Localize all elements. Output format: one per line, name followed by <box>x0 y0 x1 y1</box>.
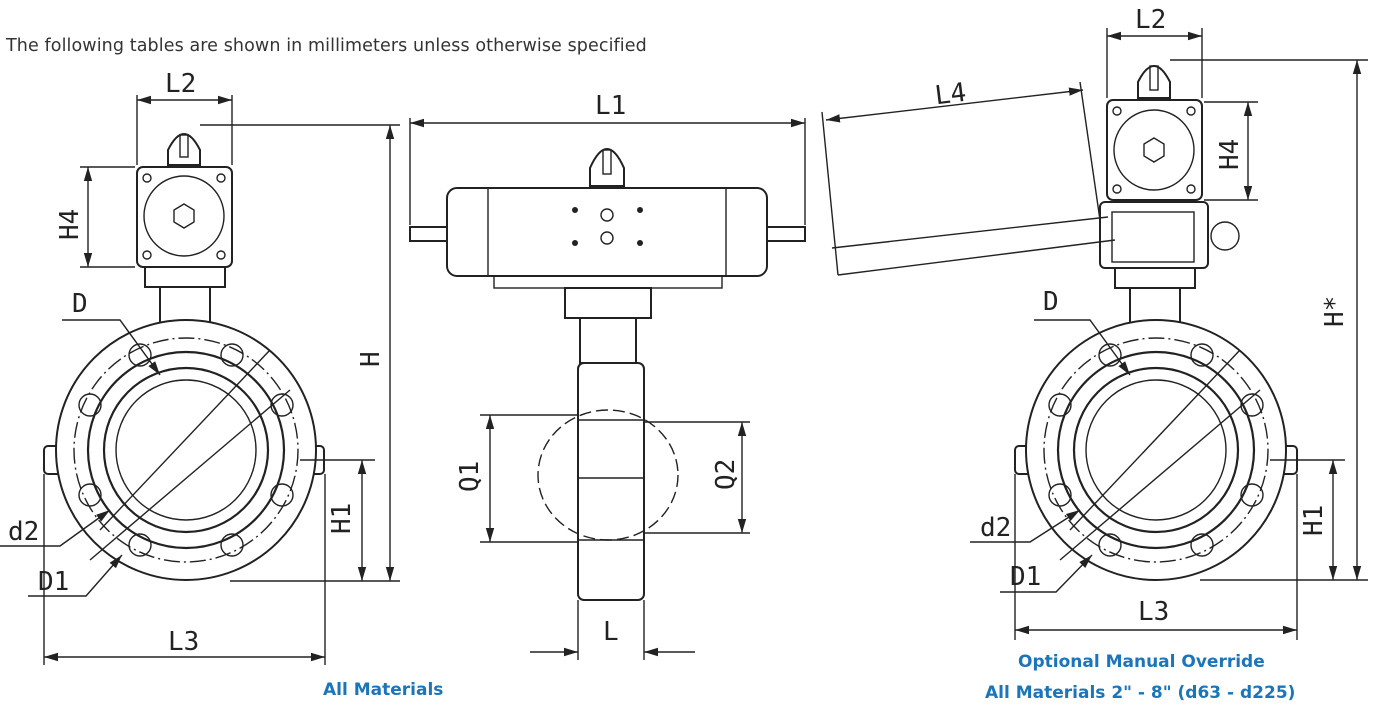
dim-label-h-star: H* <box>1320 296 1350 327</box>
dim-label-l2-right: L2 <box>1135 5 1166 35</box>
units-note: The following tables are shown in millim… <box>6 36 647 56</box>
dim-label-q1: Q1 <box>455 461 485 492</box>
left-indicator-knob <box>167 133 201 166</box>
dim-label-d-right: D <box>1043 287 1059 317</box>
dim-label-h1-right: H1 <box>1299 505 1329 536</box>
dim-label-l: L <box>603 617 619 647</box>
dim-label-d1-right: D1 <box>1010 562 1041 592</box>
valve-body-side <box>577 362 645 601</box>
right-indicator-knob <box>1137 65 1171 99</box>
center-valve-view <box>409 118 806 660</box>
dim-label-h4-right: H4 <box>1215 139 1245 170</box>
caption-right-line1: Optional Manual Override <box>1018 652 1265 672</box>
dim-label-l1: L1 <box>595 91 626 121</box>
dim-label-l2-left: L2 <box>165 69 196 99</box>
dim-label-h1-left: H1 <box>327 503 357 534</box>
left-dimension-labels: L2 H4 D H d2 D1 H1 L3 <box>8 69 386 657</box>
center-dimension-labels: L1 Q1 Q2 L <box>455 91 741 647</box>
dim-label-h4-left: H4 <box>55 209 85 240</box>
right-actuator-box <box>1106 99 1203 201</box>
right-dimension-labels: L2 L4 H4 D H* d2 D1 H1 L3 <box>933 5 1350 627</box>
dim-label-q2: Q2 <box>711 459 741 490</box>
dim-label-l3-right: L3 <box>1138 597 1169 627</box>
dim-label-l3-left: L3 <box>168 627 199 657</box>
caption-right-line2: All Materials 2" - 8" (d63 - d225) <box>985 683 1296 703</box>
dim-label-h-left: H <box>356 351 386 367</box>
dim-label-d-left: D <box>72 289 88 319</box>
right-valve-view <box>821 28 1368 640</box>
caption-left: All Materials <box>323 680 444 700</box>
dim-label-d1-left: D1 <box>38 567 69 597</box>
dim-label-l4: L4 <box>933 78 968 112</box>
dim-label-d2-right: d2 <box>980 513 1011 543</box>
center-indicator-knob <box>589 148 625 187</box>
left-valve-view <box>0 95 400 665</box>
dim-label-d2-left: d2 <box>8 517 39 547</box>
